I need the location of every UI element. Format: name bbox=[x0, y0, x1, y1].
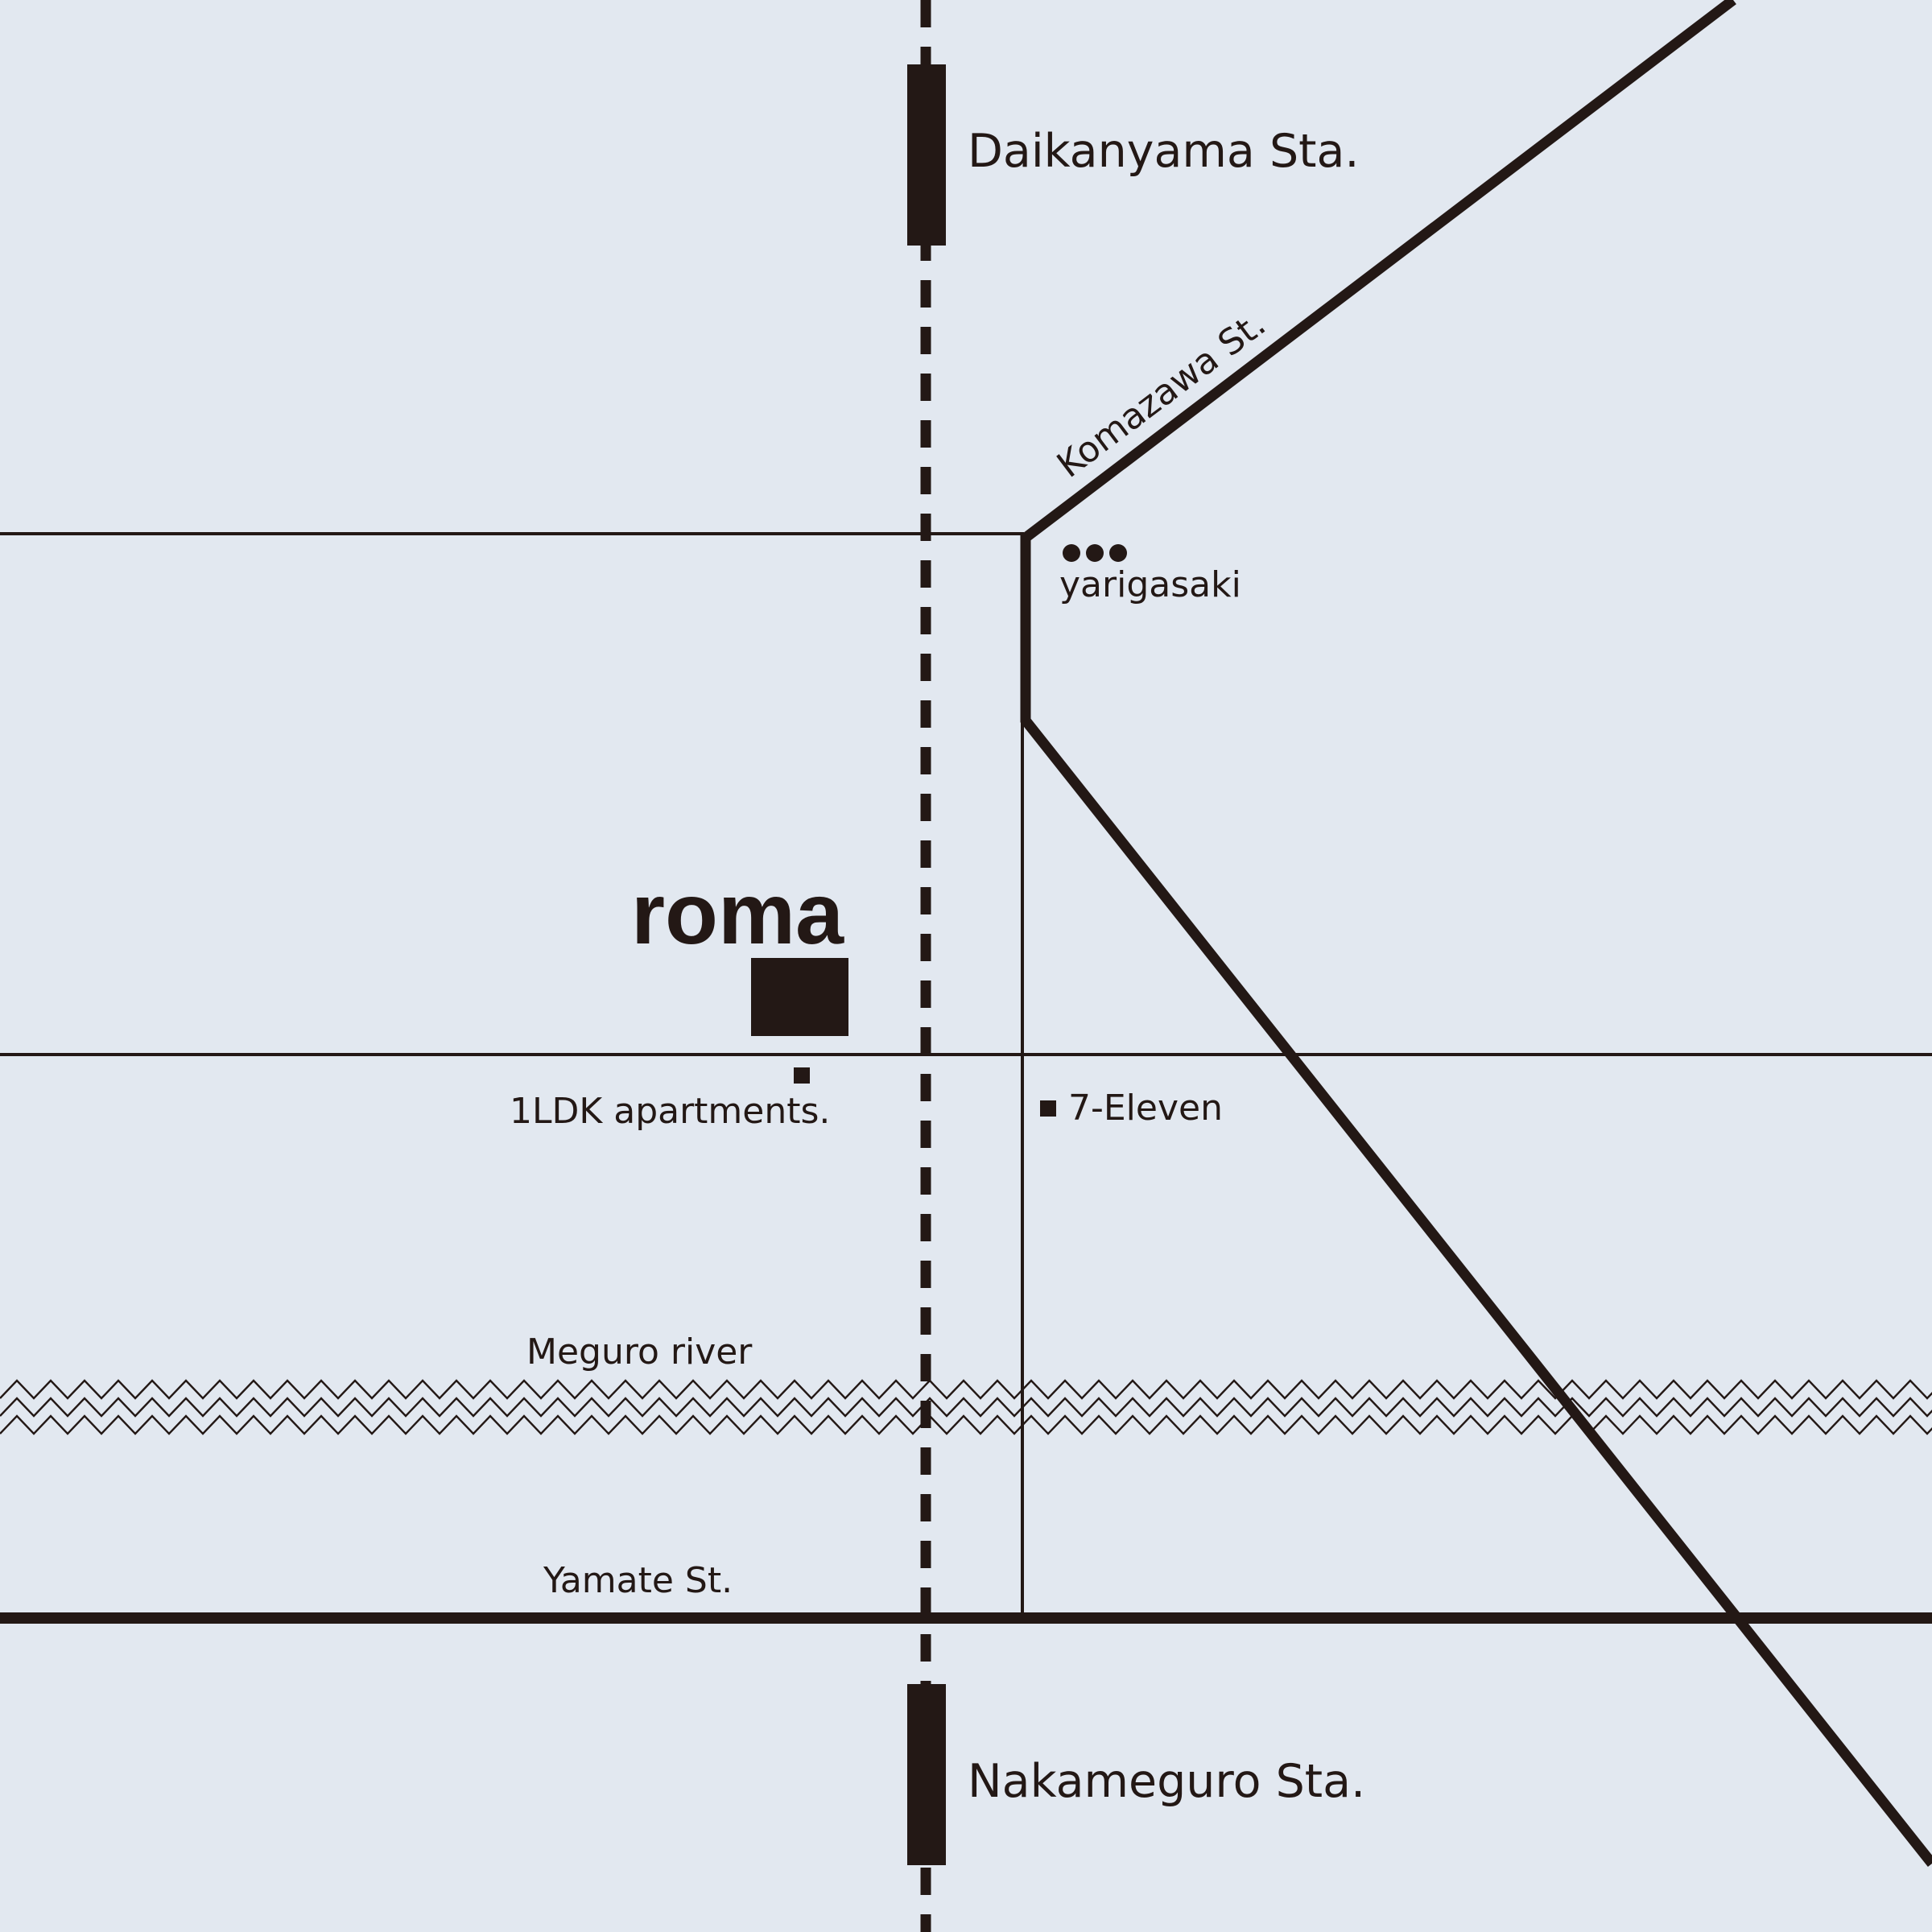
station-marker-daikanyama bbox=[907, 64, 946, 246]
river-strand bbox=[0, 1414, 1932, 1435]
komazawa-street bbox=[1020, 0, 1932, 1868]
river-label: Meguro river bbox=[526, 1331, 753, 1373]
station-label-daikanyama: Daikanyama Sta. bbox=[968, 125, 1360, 178]
station-marker-nakameguro bbox=[907, 1684, 946, 1865]
station-label-nakameguro: Nakameguro Sta. bbox=[968, 1755, 1365, 1808]
landmark-label-apartments: 1LDK apartments. bbox=[510, 1091, 830, 1132]
apartments-marker-icon bbox=[794, 1067, 810, 1084]
meguro-river bbox=[0, 1379, 1932, 1435]
landmark-label-seven-eleven: 7-Eleven bbox=[1068, 1088, 1223, 1129]
river-strand bbox=[0, 1397, 1932, 1418]
seven-eleven-marker-icon bbox=[1040, 1100, 1056, 1117]
yarigasaki-dots-icon bbox=[1063, 544, 1127, 562]
venue-name: roma bbox=[631, 865, 844, 962]
landmark-label-yarigasaki: yarigasaki bbox=[1059, 564, 1241, 605]
street-label-yamate: Yamate St. bbox=[543, 1560, 733, 1601]
river-strand bbox=[0, 1379, 1932, 1400]
venue-building-icon bbox=[751, 958, 848, 1036]
